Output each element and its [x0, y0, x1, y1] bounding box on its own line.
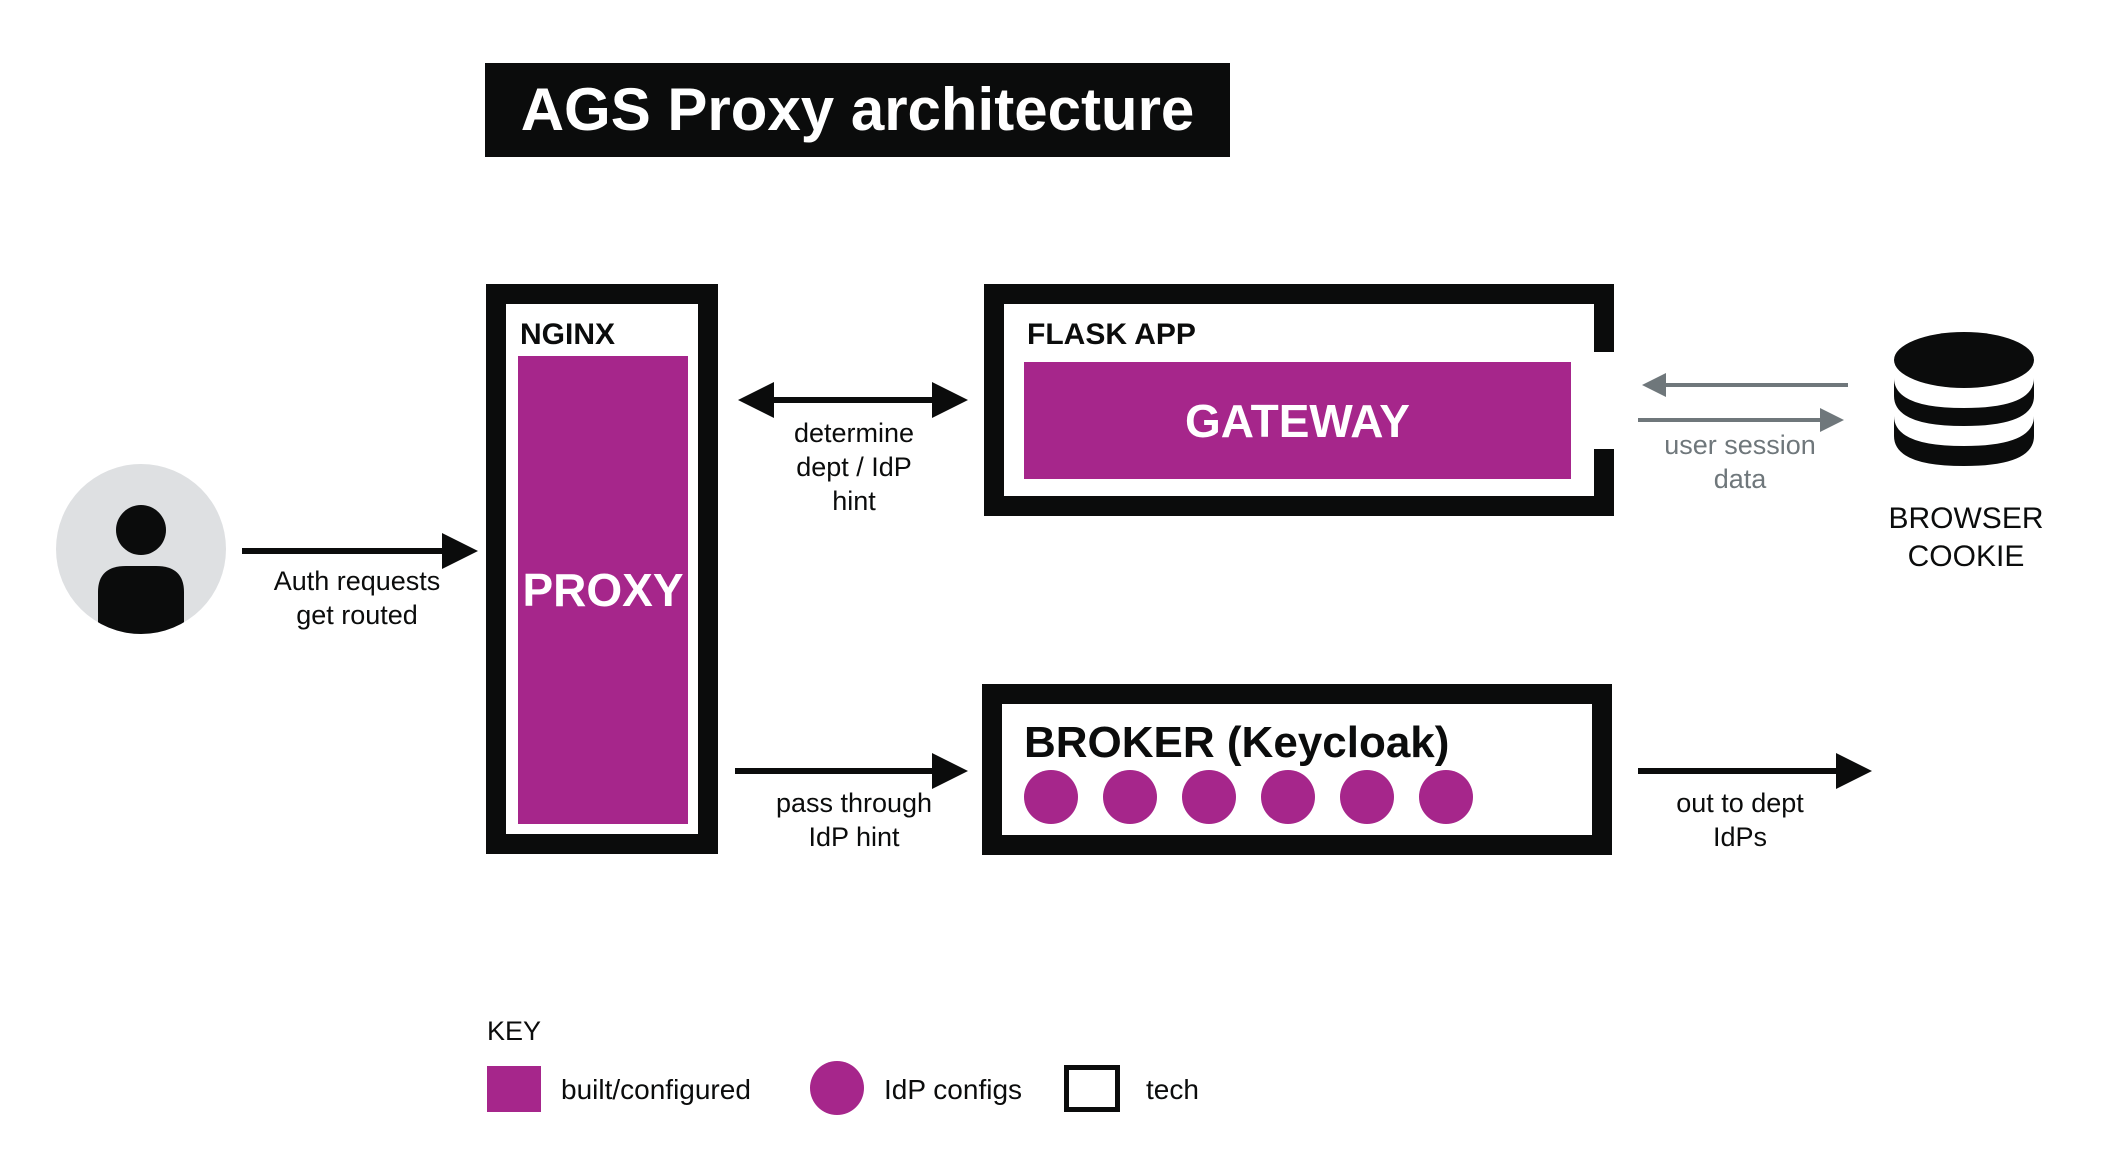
label-user-session: user session data: [1664, 430, 1816, 494]
database-icon: [1892, 330, 2036, 474]
flask-app-label: FLASK APP: [1027, 318, 1196, 351]
flask-box-opening: [1594, 352, 1616, 449]
label-determine-hint: determine dept / IdP hint: [793, 418, 915, 516]
gateway-block: GATEWAY: [1024, 362, 1571, 479]
label-out-to-idps: out to dept IdPs: [1676, 788, 1804, 852]
key-idp-dot: [810, 1061, 864, 1115]
user-icon: [56, 464, 226, 634]
idp-config-dot: [1261, 770, 1315, 824]
proxy-block: PROXY: [518, 356, 688, 824]
idp-config-dot: [1419, 770, 1473, 824]
key-title: KEY: [487, 1016, 542, 1046]
idp-config-dot: [1340, 770, 1394, 824]
key-built-swatch: [487, 1066, 541, 1112]
idp-config-dot: [1024, 770, 1078, 824]
key-idp-label: IdP configs: [884, 1074, 1023, 1105]
label-auth-requests: Auth requests get routed: [273, 566, 441, 630]
broker-label: BROKER (Keycloak): [1024, 718, 1450, 767]
label-pass-through: pass through IdP hint: [775, 788, 933, 852]
browser-cookie-label: BROWSER COOKIE: [1888, 502, 2044, 573]
broker-box: [982, 684, 1612, 855]
key-built-label: built/configured: [561, 1074, 751, 1105]
idp-config-dot: [1103, 770, 1157, 824]
idp-config-dot: [1182, 770, 1236, 824]
key-tech-swatch: [1064, 1065, 1120, 1112]
page-title: AGS Proxy architecture: [485, 63, 1230, 157]
nginx-label: NGINX: [520, 318, 616, 351]
key-tech-label: tech: [1146, 1074, 1199, 1105]
